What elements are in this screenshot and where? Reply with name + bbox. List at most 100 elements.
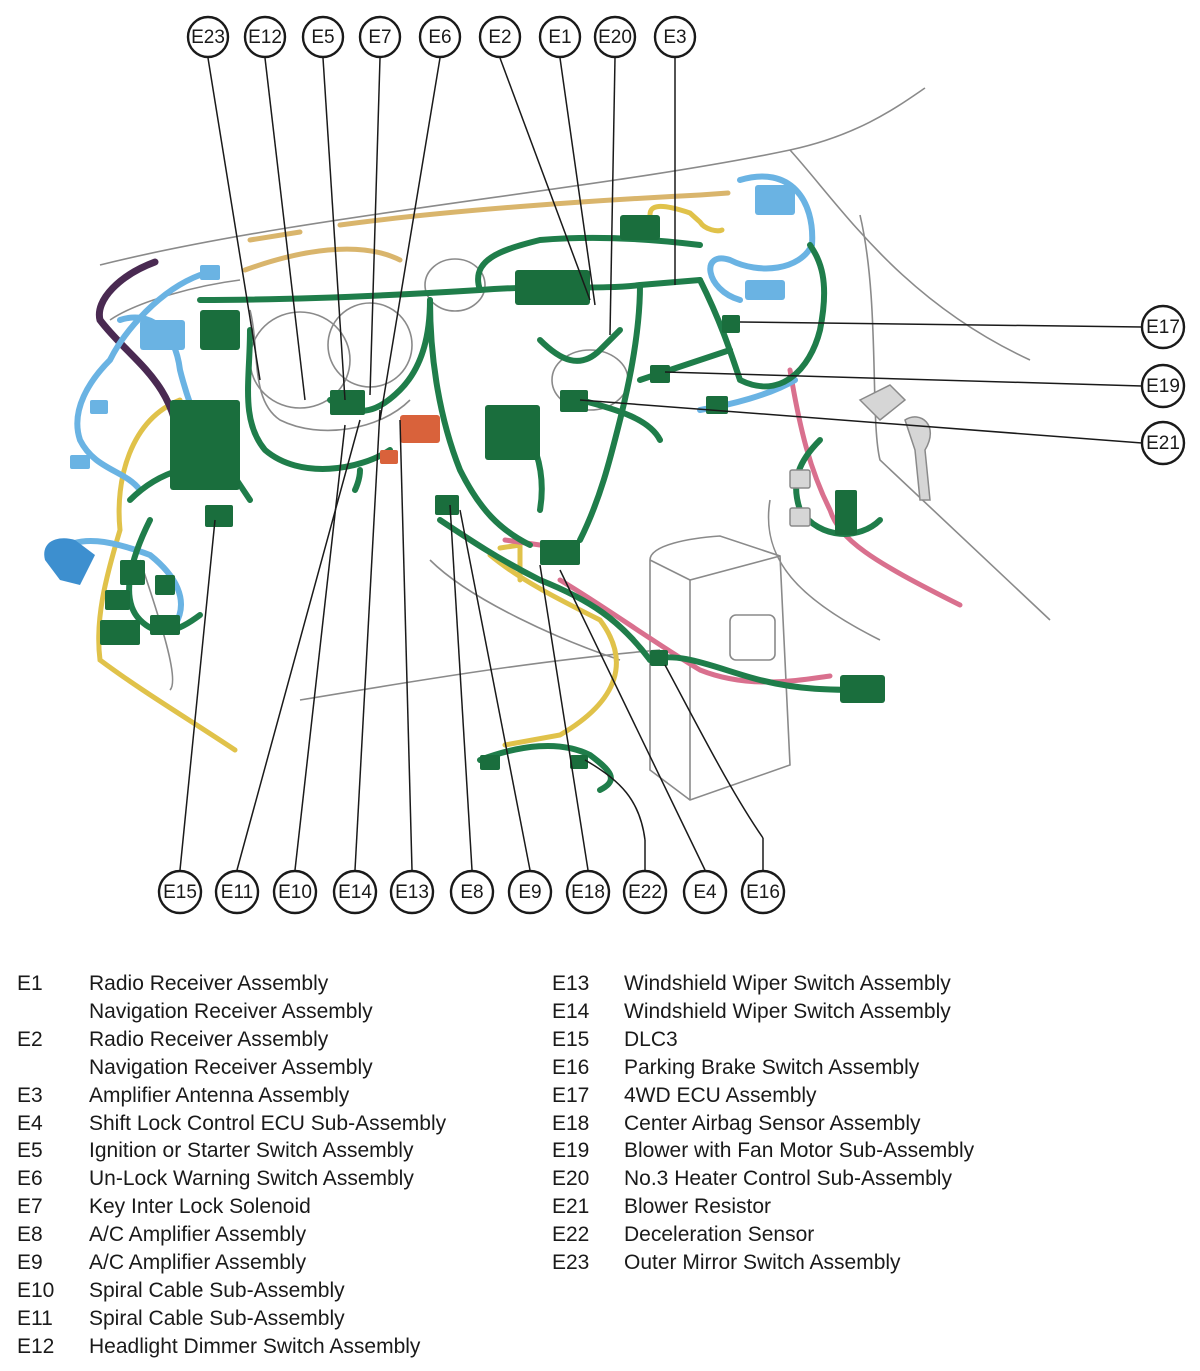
legend-code: E9 — [17, 1251, 43, 1275]
blue-connectors — [70, 185, 795, 469]
legend-code: E4 — [17, 1111, 43, 1135]
legend-code: E5 — [17, 1139, 43, 1163]
callout-e5: E5 — [301, 15, 345, 59]
callout-e9: E9 — [507, 869, 553, 915]
legend-description: 4WD ECU Assembly — [624, 1082, 817, 1110]
legend-description-line: Outer Mirror Switch Assembly — [624, 1251, 901, 1275]
wiring-harness-diagram: E23 E12 E5 E7 E6 E2 E1 E20 E3 E17 E19 E2… — [44, 15, 1186, 915]
legend-code: E1 — [17, 972, 43, 995]
legend-description: Center Airbag Sensor Assembly — [624, 1110, 920, 1138]
callouts-top: E23 E12 E5 E7 E6 E2 E1 E20 E3 — [186, 15, 697, 59]
legend-row-e20: E20 No.3 Heater Control Sub-Assembly — [552, 1165, 974, 1193]
legend-row-e9: E9 A/C Amplifier Assembly — [17, 1249, 446, 1277]
legend-code: E20 — [552, 1167, 590, 1191]
legend-row-e3: E3 Amplifier Antenna Assembly — [17, 1082, 446, 1110]
legend-description: Headlight Dimmer Switch Assembly — [89, 1333, 420, 1361]
callout-e2: E2 — [478, 15, 522, 59]
callout-e15: E15 — [157, 869, 203, 915]
callout-e10: E10 — [272, 869, 318, 915]
legend-row-e10: E10 Spiral Cable Sub-Assembly — [17, 1277, 446, 1305]
legend-code: E22 — [552, 1223, 590, 1247]
legend-description-line: Navigation Receiver Assembly — [89, 999, 373, 1023]
svg-text:E19: E19 — [1146, 376, 1180, 397]
callout-e23: E23 — [186, 15, 230, 59]
legend-description: Windshield Wiper Switch Assembly — [624, 970, 951, 998]
legend-description-line: 4WD ECU Assembly — [624, 1083, 817, 1107]
legend-description-line: Center Airbag Sensor Assembly — [624, 1111, 921, 1135]
legend-description: Spiral Cable Sub-Assembly — [89, 1277, 345, 1305]
callout-e11: E11 — [214, 869, 260, 915]
legend-description: Key Inter Lock Solenoid — [89, 1193, 311, 1221]
legend-code: E3 — [17, 1083, 43, 1107]
svg-text:E4: E4 — [693, 882, 717, 903]
legend-description: Outer Mirror Switch Assembly — [624, 1249, 901, 1277]
legend-code: E14 — [552, 999, 590, 1023]
legend-code: E17 — [552, 1083, 590, 1107]
legend-code: E13 — [552, 972, 590, 995]
svg-text:E6: E6 — [428, 27, 451, 48]
svg-text:E22: E22 — [628, 882, 662, 903]
svg-text:E8: E8 — [460, 882, 483, 903]
tan-harness — [242, 190, 731, 273]
callout-e12: E12 — [243, 15, 287, 59]
legend-description: No.3 Heater Control Sub-Assembly — [624, 1165, 952, 1193]
svg-text:E12: E12 — [248, 27, 282, 48]
legend-description: A/C Amplifier Assembly — [89, 1221, 306, 1249]
legend-code: E11 — [17, 1306, 53, 1330]
svg-text:E21: E21 — [1146, 433, 1180, 454]
purple-harness — [95, 258, 184, 454]
svg-text:E11: E11 — [221, 882, 253, 903]
legend-code: E2 — [17, 1027, 43, 1051]
legend-description-line: Navigation Receiver Assembly — [89, 1055, 373, 1079]
callout-e3: E3 — [653, 15, 697, 59]
green-harness — [126, 234, 883, 793]
legend-description-line: Windshield Wiper Switch Assembly — [624, 972, 951, 995]
svg-text:E13: E13 — [395, 882, 429, 903]
legend-description-line: Spiral Cable Sub-Assembly — [89, 1278, 345, 1302]
callout-e7: E7 — [358, 15, 402, 59]
legend-code: E8 — [17, 1223, 43, 1247]
callout-e16: E16 — [740, 869, 786, 915]
legend-code: E10 — [17, 1278, 55, 1302]
svg-text:E2: E2 — [488, 27, 511, 48]
callout-e17: E17 — [1140, 304, 1186, 350]
legend-description-line: Shift Lock Control ECU Sub-Assembly — [89, 1111, 447, 1135]
legend-code: E7 — [17, 1195, 43, 1219]
legend-description-line: Deceleration Sensor — [624, 1223, 815, 1247]
legend-description-line: Amplifier Antenna Assembly — [89, 1083, 350, 1107]
legend-description-line: Blower with Fan Motor Sub-Assembly — [624, 1139, 975, 1163]
legend-code: E15 — [552, 1027, 590, 1051]
svg-text:E9: E9 — [518, 882, 541, 903]
legend-description-line: Radio Receiver Assembly — [89, 1027, 329, 1051]
legend-description-line: Un-Lock Warning Switch Assembly — [89, 1167, 414, 1191]
legend-code: E19 — [552, 1139, 590, 1163]
legend-description: DLC3 — [624, 1026, 678, 1054]
pink-harness — [502, 367, 963, 685]
yellow-harness — [96, 204, 725, 753]
svg-text:E5: E5 — [311, 27, 334, 48]
legend-description-line: Ignition or Starter Switch Assembly — [89, 1139, 414, 1163]
callout-e18: E18 — [565, 869, 611, 915]
legend-row-e13: E13 Windshield Wiper Switch Assembly — [552, 970, 974, 998]
legend-description-line: A/C Amplifier Assembly — [89, 1251, 307, 1275]
callout-e1: E1 — [538, 15, 582, 59]
legend-row-e5: E5 Ignition or Starter Switch Assembly — [17, 1137, 446, 1165]
legend-row-e22: E22 Deceleration Sensor — [552, 1221, 974, 1249]
svg-text:E15: E15 — [163, 882, 197, 903]
orange-connectors — [380, 415, 440, 464]
svg-text:E20: E20 — [598, 27, 632, 48]
legend-row-e15: E15 DLC3 — [552, 1026, 974, 1054]
legend-code: E18 — [552, 1111, 590, 1135]
callout-e4: E4 — [682, 869, 728, 915]
callout-e13: E13 — [389, 869, 435, 915]
legend-description-line: DLC3 — [624, 1027, 678, 1051]
legend-description: Un-Lock Warning Switch Assembly — [89, 1165, 414, 1193]
legend-description: Blower with Fan Motor Sub-Assembly — [624, 1137, 974, 1165]
legend-code: E12 — [17, 1334, 55, 1358]
